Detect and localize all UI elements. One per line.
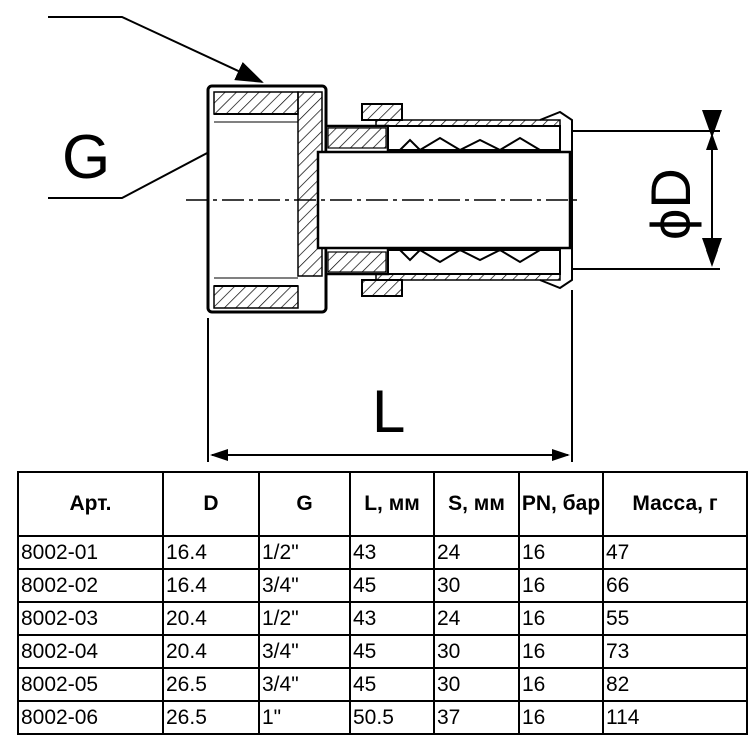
table-cell: 3/4" [258, 568, 351, 603]
table-cell: 16 [518, 568, 604, 603]
table-cell: 24 [433, 601, 520, 636]
table-cell: 16 [518, 700, 604, 735]
technical-drawing: G ϕD L [48, 16, 722, 462]
table-cell: 16 [518, 601, 604, 636]
column-header: Арт. [17, 471, 164, 537]
table-cell: 26.5 [162, 667, 260, 702]
table-cell: 8002-01 [17, 535, 164, 570]
table-cell: 3/4" [258, 667, 351, 702]
table-cell: 47 [602, 535, 748, 570]
table-cell: 24 [433, 535, 520, 570]
table-cell: 26.5 [162, 700, 260, 735]
thread-label: G [62, 123, 110, 192]
table-cell: 1" [258, 700, 351, 735]
table-cell: 37 [433, 700, 520, 735]
length-label: L [372, 378, 405, 445]
table-cell: 16.4 [162, 535, 260, 570]
table-cell: 8002-02 [17, 568, 164, 603]
column-header: G [258, 471, 351, 537]
table-cell: 16 [518, 634, 604, 669]
table-cell: 1/2" [258, 601, 351, 636]
length-arrow-left [210, 449, 228, 461]
column-header: PN, бар [518, 471, 604, 537]
table-cell: 8002-06 [17, 700, 164, 735]
table-cell: 16.4 [162, 568, 260, 603]
arrow-head-top [706, 133, 718, 150]
table-cell: 73 [602, 634, 748, 669]
table-cell: 1/2" [258, 535, 351, 570]
table-cell: 30 [433, 634, 520, 669]
diameter-dimension [572, 110, 722, 270]
table-cell: 43 [349, 601, 435, 636]
column-header: Масса, г [602, 471, 748, 537]
table-cell: 8002-03 [17, 601, 164, 636]
length-dimension [207, 290, 573, 462]
table-cell: 45 [349, 634, 435, 669]
table-cell: 66 [602, 568, 748, 603]
column-header: D [162, 471, 260, 537]
table-cell: 30 [433, 568, 520, 603]
table-cell: 114 [602, 700, 748, 735]
column-header: L, мм [349, 471, 435, 537]
union-nut [206, 84, 328, 314]
table-cell: 3/4" [258, 634, 351, 669]
table-cell: 16 [518, 535, 604, 570]
table-cell: 8002-04 [17, 634, 164, 669]
arrow-head-bottom [706, 250, 718, 267]
table-cell: 55 [602, 601, 748, 636]
table-cell: 50.5 [349, 700, 435, 735]
table-cell: 43 [349, 535, 435, 570]
table-cell: 16 [518, 667, 604, 702]
table-cell: 8002-05 [17, 667, 164, 702]
diameter-label: ϕD [639, 168, 702, 240]
table-cell: 20.4 [162, 601, 260, 636]
table-cell: 45 [349, 568, 435, 603]
length-arrow-right [552, 449, 570, 461]
table-cell: 20.4 [162, 634, 260, 669]
table-cell: 45 [349, 667, 435, 702]
table-cell: 82 [602, 667, 748, 702]
column-header: S, мм [433, 471, 520, 537]
table-cell: 30 [433, 667, 520, 702]
